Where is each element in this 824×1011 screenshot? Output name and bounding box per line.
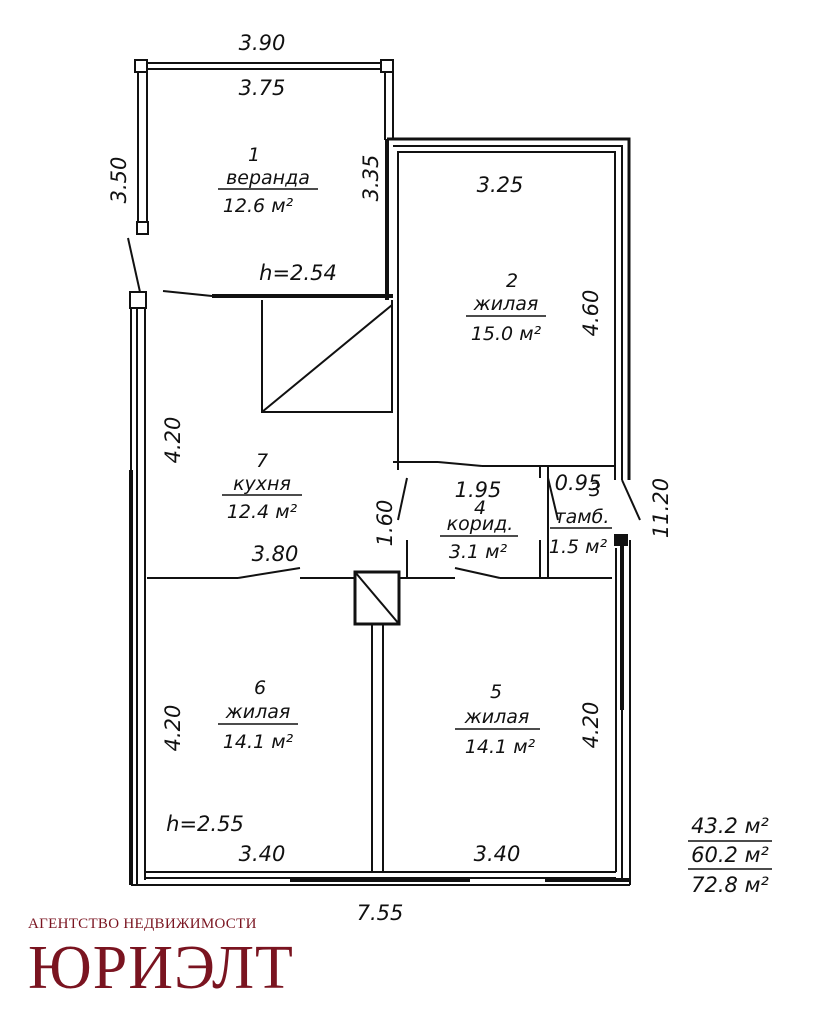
dim-lower-height: h=2.55: [166, 812, 244, 836]
room-number: 2: [506, 270, 518, 292]
rooms-5-6-partition: [371, 624, 384, 872]
dim-veranda-right: 3.35: [359, 155, 383, 202]
staircase: [261, 300, 393, 413]
room-name: веранда: [226, 167, 310, 189]
veranda-post: [134, 59, 148, 73]
room-labels: 1 веранда 12.6 м² 2 жилая 15.0 м² 3 тамб…: [218, 144, 612, 758]
room-area: 14.1 м²: [465, 736, 536, 758]
room-5-label: 5 жилая 14.1 м²: [455, 681, 540, 758]
total-living-area: 43.2 м²: [691, 814, 769, 838]
corridor-door: [437, 461, 483, 467]
veranda-right-wall: [384, 72, 394, 140]
room-name: жилая: [225, 701, 291, 723]
room-name: тамб.: [555, 506, 610, 528]
veranda-dim-leader: [127, 237, 141, 293]
room-name: жилая: [473, 293, 539, 315]
area-totals: 43.2 м² 60.2 м² 72.8 м²: [688, 814, 772, 897]
outer-wall-inner-lines: [393, 145, 623, 480]
total-area-with-veranda: 72.8 м²: [691, 873, 769, 897]
dim-room2-right: 4.60: [579, 290, 603, 337]
dim-room2-width: 3.25: [477, 173, 524, 197]
room-area: 1.5 м²: [549, 536, 608, 558]
room-3-label: 3 тамб. 1.5 м²: [549, 479, 612, 558]
dim-room5-width: 3.40: [474, 842, 521, 866]
wall-corner: [614, 534, 628, 546]
room-name: корид.: [447, 513, 514, 535]
total-area: 60.2 м²: [691, 843, 769, 867]
dim-veranda-inner: 3.75: [239, 76, 286, 100]
room-area: 14.1 м²: [223, 731, 294, 753]
dim-total-right: 11.20: [649, 478, 673, 538]
dim-room6-width: 3.40: [239, 842, 286, 866]
room-number: 6: [254, 677, 266, 699]
room-6-label: 6 жилая 14.1 м²: [218, 677, 298, 753]
room-number: 1: [248, 144, 260, 166]
room-number: 4: [474, 497, 486, 519]
dim-vestibule-width: 0.95: [555, 471, 602, 495]
room-1-label: 1 веранда 12.6 м²: [218, 144, 318, 217]
room-name: жилая: [464, 706, 530, 728]
dim-veranda-height: h=2.54: [259, 261, 337, 285]
dimension-labels: 3.90 3.75 3.50 3.35 h=2.54 3.25 4.60 4.2…: [107, 31, 673, 925]
room-2-label: 2 жилая 15.0 м²: [466, 270, 546, 345]
dim-total-width: 7.55: [357, 901, 404, 925]
vestibule-door: [547, 477, 559, 521]
room5-door: [454, 567, 501, 579]
dim-veranda-left: 3.50: [107, 157, 131, 204]
veranda-left-wall: [137, 72, 148, 230]
veranda-post: [380, 59, 394, 73]
room-area: 12.4 м²: [227, 501, 298, 523]
room-4-label: 4 корид. 3.1 м²: [440, 497, 518, 563]
outer-wall-top-right: [387, 137, 631, 480]
agency-name: ЮРИЭЛТ: [28, 934, 294, 1002]
wall-corner: [129, 291, 147, 309]
veranda-post: [136, 221, 149, 235]
room-name: кухня: [233, 473, 291, 495]
dim-veranda-outer: 3.90: [239, 31, 286, 55]
room-number: 7: [256, 450, 268, 472]
room-area: 15.0 м²: [471, 323, 542, 345]
veranda-top-wall: [137, 62, 393, 70]
dim-kitchen-width: 3.80: [252, 542, 299, 566]
total-dim-leader: [621, 479, 641, 521]
room-area: 3.1 м²: [449, 541, 508, 563]
agency-logo: АГЕНТСТВО НЕДВИЖИМОСТИ ЮРИЭЛТ: [28, 916, 318, 999]
room-7-label: 7 кухня 12.4 м²: [222, 450, 302, 523]
room-area: 12.6 м²: [223, 195, 294, 217]
dim-room5-right: 4.20: [579, 702, 603, 749]
outer-wall-left: [130, 308, 146, 885]
dim-room6-left: 4.20: [161, 705, 185, 752]
corridor-top-partition: [393, 461, 615, 478]
dim-corridor-height: 1.60: [373, 500, 397, 547]
agency-tagline: АГЕНТСТВО НЕДВИЖИМОСТИ: [28, 916, 257, 932]
kitchen-door: [397, 477, 408, 521]
walls: [127, 59, 641, 886]
dim-kitchen-left: 4.20: [161, 417, 185, 464]
stove-diagonal: [354, 571, 400, 625]
room6-door: [237, 567, 301, 579]
dim-corridor-width: 1.95: [455, 478, 502, 502]
veranda-door: [162, 290, 213, 297]
room-number: 5: [490, 681, 502, 703]
room-number: 3: [589, 479, 601, 501]
vestibule-wall: [539, 478, 612, 579]
